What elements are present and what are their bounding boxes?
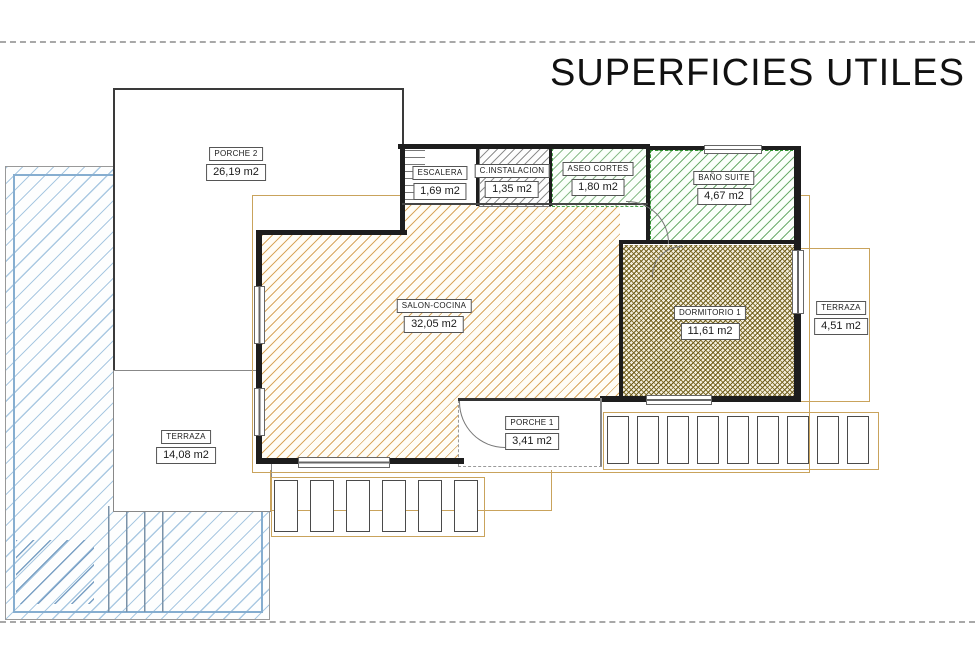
room-label-instalacion: C.INSTALACION 1,35 m2 [474,164,550,198]
wall-upper-left [400,144,405,234]
wall-left [256,230,262,464]
room-area: 11,61 m2 [680,323,740,340]
deck-slat [382,480,406,532]
deck-slat [697,416,719,464]
wall-salon-dorm-divider [619,243,623,398]
room-name: TERRAZA [161,430,211,444]
room-name: PORCHE 1 [505,416,559,430]
glass-door-porche-1 [458,398,602,401]
room-name: PORCHE 2 [209,147,263,161]
deck-slat [637,416,659,464]
room-label-aseo: ASEO CORTES 1,80 m2 [562,162,634,196]
top-boundary-dashed-line [0,41,975,43]
page-title: SUPERFICIES UTILES [550,52,965,94]
room-area: 3,41 m2 [505,433,559,450]
room-label-dormitorio-1: DORMITORIO 1 11,61 m2 [673,306,747,340]
room-area: 26,19 m2 [206,164,266,181]
deck-slat [418,480,442,532]
deck-slat [787,416,809,464]
deck-slat [454,480,478,532]
porche-1-right-edge [600,398,602,466]
paving-line-vertical [551,470,552,511]
deck-slat [847,416,869,464]
bottom-boundary-dashed-line [0,621,975,623]
room-name: BAÑO SUITE [693,171,755,185]
room-area: 4,67 m2 [697,188,751,205]
window-right [792,250,804,314]
room-label-terraza-left: TERRAZA 14,08 m2 [156,430,216,464]
pool-steps [108,506,172,612]
room-area: 4,51 m2 [814,318,868,335]
room-area: 1,69 m2 [413,183,467,200]
window-bano [704,145,762,154]
room-label-escalera: ESCALERA 1,69 m2 [412,166,468,200]
deck-slat [274,480,298,532]
room-area: 14,08 m2 [156,447,216,464]
wall-bano-left [646,146,650,244]
deck-slat [757,416,779,464]
deck-right [607,416,869,464]
wall-dorm-top [619,240,801,244]
dormitorio-1-area [622,245,795,396]
room-label-porche-1: PORCHE 1 3,41 m2 [505,416,559,450]
room-name: TERRAZA [816,301,866,315]
window-bottom [298,457,390,468]
room-label-terraza-right: TERRAZA 4,51 m2 [814,301,868,335]
room-name: C.INSTALACION [474,164,550,178]
wall-top-service [398,144,650,149]
deck-bottom-outline [271,477,485,537]
room-name: SALON-COCINA [396,299,472,313]
deck-bottom [274,480,478,532]
window-dormitorio [646,395,712,405]
deck-slat [727,416,749,464]
room-area: 1,35 m2 [485,181,539,198]
wall-salon-top-left [256,230,407,235]
room-name: ESCALERA [412,166,468,180]
window-left-1 [254,286,265,344]
deck-right-outline [603,412,879,470]
wall-service-bottom [402,203,648,205]
room-name: ASEO CORTES [562,162,634,176]
deck-slat [667,416,689,464]
room-area: 1,80 m2 [571,179,625,196]
wall-instalacion-divider [549,146,552,206]
room-label-bano-suite: BAÑO SUITE 4,67 m2 [693,171,755,205]
window-left-2 [254,388,265,436]
room-name: DORMITORIO 1 [673,306,747,320]
deck-slat [607,416,629,464]
deck-slat [346,480,370,532]
room-area: 32,05 m2 [404,316,464,333]
room-label-salon-cocina: SALON-COCINA 32,05 m2 [396,299,472,333]
deck-slat [817,416,839,464]
paving-line-vertical-2 [270,470,271,511]
paving-line-horizontal [270,510,552,511]
deck-slat [310,480,334,532]
room-label-porche-2: PORCHE 2 26,19 m2 [206,147,266,181]
pool-corner-steps [16,540,94,604]
aseo-cortes-area [552,148,648,207]
